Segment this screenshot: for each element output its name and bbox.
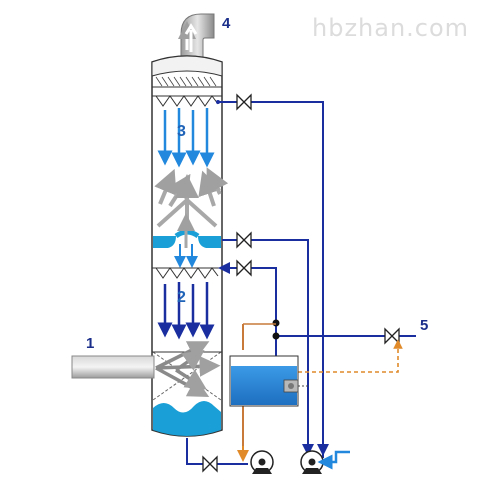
pipe-junction: [216, 100, 220, 104]
label-inlet: 1: [86, 335, 94, 352]
label-lower-section: 2: [177, 289, 186, 306]
collection-tray: [153, 213, 221, 268]
gas-arrows-inlet: [155, 341, 221, 398]
motor-icon: [283, 379, 308, 393]
pipe-junction: [272, 332, 280, 340]
pump-icon[interactable]: [300, 450, 324, 474]
makeup-water-line: [317, 450, 350, 470]
valve-icon[interactable]: [236, 231, 252, 249]
pipe-junction: [272, 319, 280, 327]
label-upper-section: 3: [177, 123, 186, 140]
chemical-feed-line: [298, 339, 403, 373]
circulation-tank: [229, 355, 308, 407]
label-outlet: 4: [222, 15, 231, 32]
valve-icon[interactable]: [202, 455, 218, 473]
valve-icon[interactable]: [236, 259, 252, 277]
spray-header-upper: [155, 95, 219, 107]
demister-pad-top: [155, 76, 217, 87]
spray-arrows-lower: [157, 282, 215, 340]
sump-liquid: [153, 401, 221, 436]
watermark-text: hbzhan.com: [312, 14, 469, 42]
outlet-arrow-icon: [184, 23, 198, 52]
valve-icon[interactable]: [236, 93, 252, 111]
label-chem-feed: 5: [420, 317, 428, 334]
spray-header-lower: [155, 267, 219, 279]
gas-distributor-cone: [156, 197, 218, 228]
valve-icon[interactable]: [384, 327, 400, 345]
pump-icon[interactable]: [250, 450, 274, 474]
spray-arrows-upper: [157, 108, 215, 168]
gas-inlet-duct: [71, 355, 155, 379]
outlet-stack: [178, 13, 215, 59]
